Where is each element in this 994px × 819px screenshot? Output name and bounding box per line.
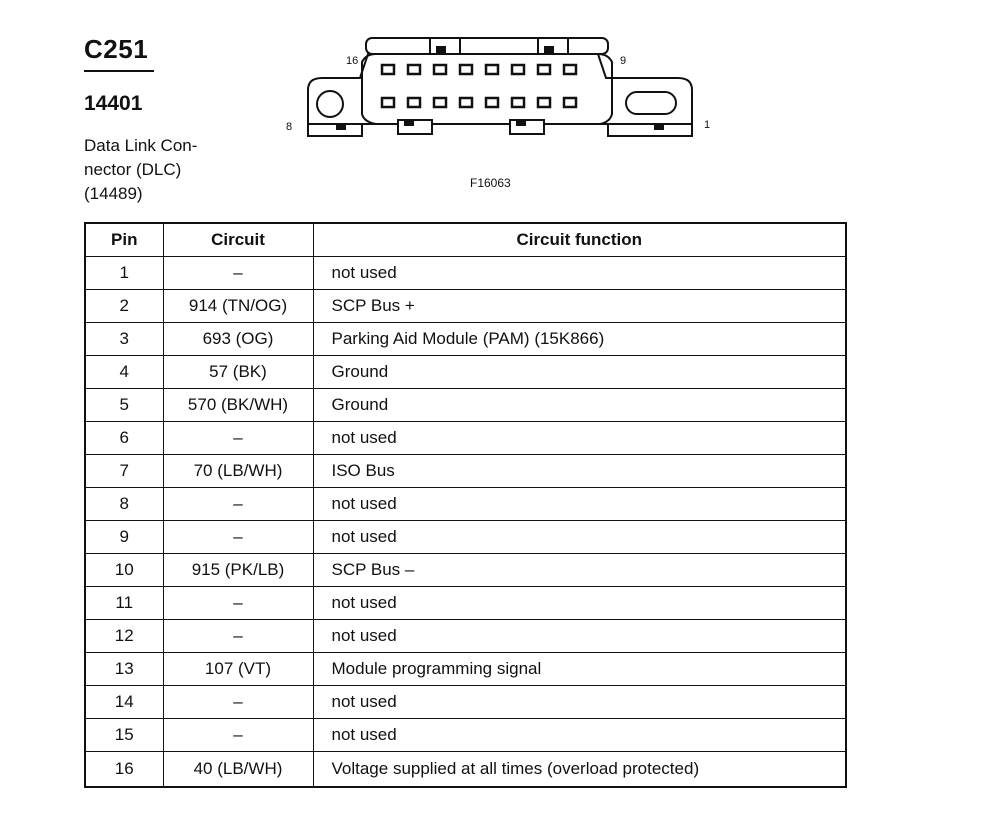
circuit-cell: 570 (BK/WH) — [162, 388, 314, 422]
description-line: nector (DLC) — [84, 160, 182, 179]
circuit-cell: – — [162, 619, 314, 653]
table-row: 15–not used — [84, 718, 847, 752]
circuit-cell: 914 (TN/OG) — [162, 289, 314, 323]
function-cell: Ground — [312, 388, 847, 422]
function-cell: SCP Bus + — [312, 289, 847, 323]
part-number: 14401 — [84, 92, 143, 115]
pin-cell: 4 — [84, 355, 164, 389]
pin-row-top — [380, 63, 578, 76]
pin-label-1: 1 — [704, 119, 710, 131]
pin-label-8: 8 — [286, 121, 292, 133]
function-cell: Parking Aid Module (PAM) (15K866) — [312, 322, 847, 356]
circuit-cell: – — [162, 487, 314, 521]
function-cell: not used — [312, 256, 847, 290]
table-row: 12–not used — [84, 619, 847, 653]
circuit-cell: 70 (LB/WH) — [162, 454, 314, 488]
pin-cell: 13 — [84, 652, 164, 686]
pin-row-bottom — [380, 96, 578, 109]
dlc-connector-diagram: 16 9 8 1 — [286, 37, 710, 137]
table-row: 9–not used — [84, 520, 847, 554]
pin-cell: 1 — [84, 256, 164, 290]
pin-cell: 9 — [84, 520, 164, 554]
function-cell: not used — [312, 718, 847, 752]
bottom-latch-mid-right — [509, 119, 545, 135]
connector-description: Data Link Con- nector (DLC) (14489) — [84, 134, 197, 206]
description-line: (14489) — [84, 184, 143, 203]
circuit-cell: 693 (OG) — [162, 322, 314, 356]
pin-label-16: 16 — [346, 55, 358, 67]
description-line: Data Link Con- — [84, 136, 198, 155]
function-cell: ISO Bus — [312, 454, 847, 488]
function-cell: Ground — [312, 355, 847, 389]
pin-label-9: 9 — [620, 55, 626, 67]
header-pin: Pin — [84, 222, 164, 257]
function-cell: not used — [312, 520, 847, 554]
pin-cell: 3 — [84, 322, 164, 356]
circuit-cell: 57 (BK) — [162, 355, 314, 389]
pin-cell: 16 — [84, 751, 164, 788]
circuit-cell: – — [162, 421, 314, 455]
header-function: Circuit function — [312, 222, 847, 257]
circuit-cell: – — [162, 256, 314, 290]
pin-cell: 2 — [84, 289, 164, 323]
pin-cell: 12 — [84, 619, 164, 653]
function-cell: not used — [312, 421, 847, 455]
pin-cell: 8 — [84, 487, 164, 521]
bottom-latch-left — [307, 124, 363, 137]
mount-hole-left — [316, 90, 344, 118]
function-cell: SCP Bus – — [312, 553, 847, 587]
table-row: 11–not used — [84, 586, 847, 620]
bottom-latch-right — [607, 124, 693, 137]
table-header-row: Pin Circuit Circuit function — [84, 222, 847, 257]
function-cell: not used — [312, 619, 847, 653]
header-circuit: Circuit — [162, 222, 314, 257]
mount-hole-right — [625, 91, 677, 115]
table-row: 6–not used — [84, 421, 847, 455]
top-ridge — [365, 37, 609, 55]
table-row: 8–not used — [84, 487, 847, 521]
function-cell: Voltage supplied at all times (overload … — [312, 751, 847, 788]
function-cell: Module programming signal — [312, 652, 847, 686]
pin-cell: 11 — [84, 586, 164, 620]
circuit-cell: 40 (LB/WH) — [162, 751, 314, 788]
function-cell: not used — [312, 586, 847, 620]
table-row: 14–not used — [84, 685, 847, 719]
circuit-cell: – — [162, 520, 314, 554]
circuit-cell: 915 (PK/LB) — [162, 553, 314, 587]
pin-cell: 14 — [84, 685, 164, 719]
pin-cell: 15 — [84, 718, 164, 752]
function-cell: not used — [312, 685, 847, 719]
circuit-cell: – — [162, 685, 314, 719]
figure-id-label: F16063 — [470, 176, 511, 190]
circuit-cell: 107 (VT) — [162, 652, 314, 686]
connector-id-title: C251 — [84, 34, 149, 64]
circuit-cell: – — [162, 718, 314, 752]
pin-cell: 7 — [84, 454, 164, 488]
bottom-latch-mid-left — [397, 119, 433, 135]
pin-housing — [361, 53, 613, 125]
function-cell: not used — [312, 487, 847, 521]
pin-cell: 5 — [84, 388, 164, 422]
circuit-cell: – — [162, 586, 314, 620]
pin-cell: 10 — [84, 553, 164, 587]
table-row: 1–not used — [84, 256, 847, 290]
pin-cell: 6 — [84, 421, 164, 455]
title-underline — [84, 70, 154, 72]
